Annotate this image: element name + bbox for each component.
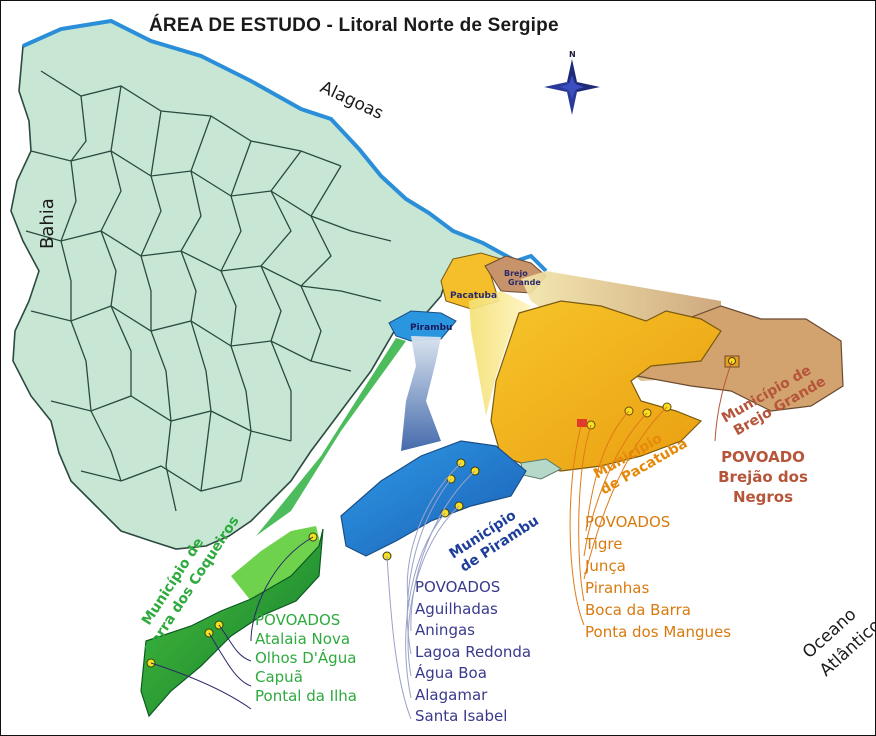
- barra-leader-lines: [150, 536, 314, 710]
- pacatuba-flag-marker: [577, 419, 587, 427]
- label-brejo-small-1: Brejo: [504, 269, 528, 278]
- pacatuba-leader-lines: [569, 406, 668, 626]
- label-bahia: Bahia: [37, 198, 58, 249]
- brejo-villages-list: POVOADO Brejão dos Negros: [715, 447, 811, 507]
- pacatuba-villages-list: POVOADOS Tigre Junça Piranhas Boca da Ba…: [585, 511, 731, 643]
- pirambu-village-item: Água Boa: [415, 664, 487, 682]
- pirambu-village-item: Alagamar: [415, 685, 488, 704]
- coastline: [22, 18, 548, 273]
- label-brejo-small-2: Grande: [508, 278, 541, 287]
- pacatuba-heading: POVOADOS: [585, 513, 671, 531]
- pacatuba-village-item: Piranhas: [585, 579, 650, 597]
- pirambu-heading: POVOADOS: [415, 578, 501, 596]
- compass-north-label: N: [569, 50, 576, 59]
- barra-area: [140, 528, 324, 718]
- pacatuba-village-item: Ponta dos Mangues: [585, 623, 732, 641]
- pacatuba-village-item: Junça: [585, 557, 626, 575]
- label-pacatuba-small: Pacatuba: [450, 291, 497, 301]
- barra-heading: POVOADOS: [255, 611, 341, 629]
- brejo-leader-line: [714, 360, 733, 442]
- pacatuba-village-item: Boca da Barra: [585, 601, 691, 619]
- barra-villages-list: POVOADOS Atalaia Nova Olhos D'Água Capuã…: [255, 611, 357, 706]
- pacatuba-village-item: Tigre: [585, 535, 623, 553]
- pirambu-leader-lines: [386, 462, 476, 720]
- pirambu-area: [340, 440, 527, 557]
- brejo-heading: POVOADO: [721, 448, 805, 466]
- pirambu-villages-list: POVOADOS Aguilhadas Aningas Lagoa Redond…: [415, 577, 531, 728]
- map-title: ÁREA DE ESTUDO - Litoral Norte de Sergip…: [149, 15, 559, 36]
- pirambu-beam: [401, 336, 441, 451]
- barra-village-item: Olhos D'Água: [255, 649, 357, 667]
- compass-rose-icon: [544, 59, 600, 115]
- barra-village-item: Capuã: [255, 668, 303, 686]
- label-pirambu-small: Pirambu: [410, 323, 452, 333]
- municipal-borders: [25, 70, 392, 512]
- pirambu-village-item: Santa Isabel: [415, 707, 508, 725]
- brejo-village-item: Negros: [732, 488, 794, 506]
- barra-village-item: Atalaia Nova: [255, 630, 351, 648]
- pirambu-village-item: Lagoa Redonda: [415, 642, 532, 661]
- barra-village-item: Pontal da Ilha: [255, 687, 357, 705]
- barra-area-light: [231, 526, 321, 601]
- pirambu-small-area: [388, 310, 457, 342]
- barra-beam: [256, 338, 406, 536]
- pirambu-village-item: Aningas: [415, 621, 475, 639]
- pirambu-village-item: Aguilhadas: [415, 599, 498, 618]
- brejo-village-item: Brejão dos: [718, 468, 808, 486]
